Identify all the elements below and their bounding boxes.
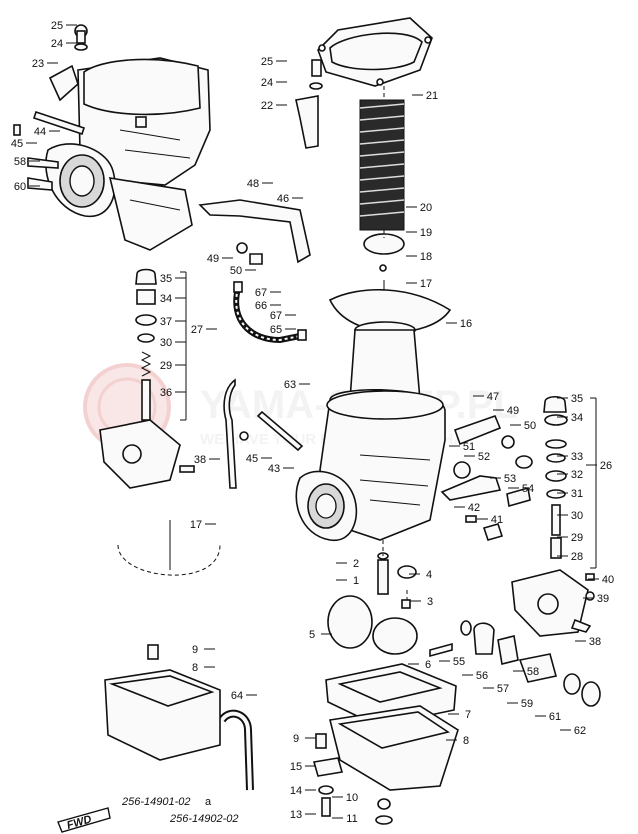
callout-32: 32 [571, 469, 583, 481]
callout-52: 52 [478, 451, 490, 463]
callout-45: 45 [246, 453, 258, 465]
callout-65: 65 [270, 324, 282, 336]
callout-1: 1 [353, 575, 359, 587]
main-carburetor-body [223, 378, 533, 541]
callout-33: 33 [571, 451, 583, 463]
callout-56: 56 [476, 670, 488, 682]
callout-46: 46 [277, 193, 289, 205]
callout-29: 29 [571, 532, 583, 544]
callout-51: 51 [463, 441, 475, 453]
callout-23: 23 [32, 58, 44, 70]
callout-43: 43 [268, 463, 280, 475]
callout-21: 21 [426, 90, 438, 102]
callout-31: 31 [571, 488, 583, 500]
leader-lines [26, 24, 599, 819]
callout-60: 60 [14, 181, 26, 193]
callout-48: 48 [247, 178, 259, 190]
callout-35: 35 [571, 393, 583, 405]
callout-38: 38 [589, 636, 601, 648]
callout-50: 50 [524, 420, 536, 432]
callout-20: 20 [420, 202, 432, 214]
callout-3: 3 [427, 596, 433, 608]
callout-18: 18 [420, 251, 432, 263]
assembled-carburetor-top-left [13, 24, 311, 265]
callout-30: 30 [571, 510, 583, 522]
callout-64: 64 [231, 690, 243, 702]
callout-34: 34 [160, 293, 172, 305]
callout-7: 7 [465, 709, 471, 721]
callout-22: 22 [261, 100, 273, 112]
callout-58: 58 [527, 666, 539, 678]
callout-27: 27 [191, 324, 203, 336]
callout-6: 6 [425, 659, 431, 671]
callout-29: 29 [160, 360, 172, 372]
callout-15: 15 [290, 761, 302, 773]
part-number-suffix: a [205, 796, 212, 808]
callout-10: 10 [346, 792, 358, 804]
callout-28: 28 [571, 551, 583, 563]
callout-63: 63 [284, 379, 296, 391]
part-number-first: 256-14901-02 [121, 796, 191, 808]
vacuum-chamber-assembly [295, 17, 452, 401]
callout-42: 42 [468, 502, 480, 514]
callout-11: 11 [346, 813, 357, 825]
callout-13: 13 [290, 809, 302, 821]
fwd-label: FWD [66, 813, 93, 831]
callout-17: 17 [420, 278, 432, 290]
callout-9: 9 [192, 644, 198, 656]
callout-25: 25 [51, 20, 63, 32]
callout-57: 57 [497, 683, 509, 695]
callout-2: 2 [353, 558, 359, 570]
callout-49: 49 [207, 253, 219, 265]
callout-55: 55 [453, 656, 465, 668]
callout-8: 8 [463, 735, 469, 747]
callout-8: 8 [192, 662, 198, 674]
left-float-bowl [104, 520, 221, 761]
hoses [218, 281, 307, 791]
callout-14: 14 [290, 785, 302, 797]
callout-26: 26 [600, 460, 612, 472]
callout-35: 35 [160, 273, 172, 285]
callout-50: 50 [230, 265, 242, 277]
callout-16: 16 [460, 318, 472, 330]
callout-19: 19 [420, 227, 432, 239]
callout-62: 62 [574, 725, 586, 737]
callout-41: 41 [491, 514, 503, 526]
right-float-bowl-assembly [312, 540, 601, 825]
callout-30: 30 [160, 337, 172, 349]
callout-58: 58 [14, 156, 26, 168]
callout-24: 24 [261, 77, 273, 89]
callout-25: 25 [261, 56, 273, 68]
callout-59: 59 [521, 698, 533, 710]
fwd-arrow: FWD [57, 807, 111, 833]
part-number-second: 256-14902-02 [169, 813, 239, 825]
callout-17: 17 [190, 519, 202, 531]
callout-53: 53 [504, 473, 516, 485]
callout-66: 66 [255, 300, 267, 312]
callout-4: 4 [426, 569, 432, 581]
callout-9: 9 [293, 733, 299, 745]
callout-24: 24 [51, 38, 63, 50]
callout-49: 49 [507, 405, 519, 417]
spring [359, 99, 405, 231]
callout-67: 67 [255, 287, 267, 299]
callout-45: 45 [11, 138, 23, 150]
callout-47: 47 [487, 391, 499, 403]
callout-44: 44 [34, 126, 46, 138]
callout-34: 34 [571, 412, 583, 424]
callout-61: 61 [549, 711, 561, 723]
callout-38: 38 [194, 454, 206, 466]
callout-67: 67 [270, 310, 282, 322]
callout-39: 39 [597, 593, 609, 605]
right-starter-plunger-stack [511, 395, 597, 637]
callout-54: 54 [522, 483, 534, 495]
callout-5: 5 [309, 629, 315, 641]
callout-40: 40 [602, 574, 614, 586]
callout-36: 36 [160, 387, 172, 399]
callout-37: 37 [160, 316, 172, 328]
left-starter-plunger-stack [99, 268, 195, 489]
